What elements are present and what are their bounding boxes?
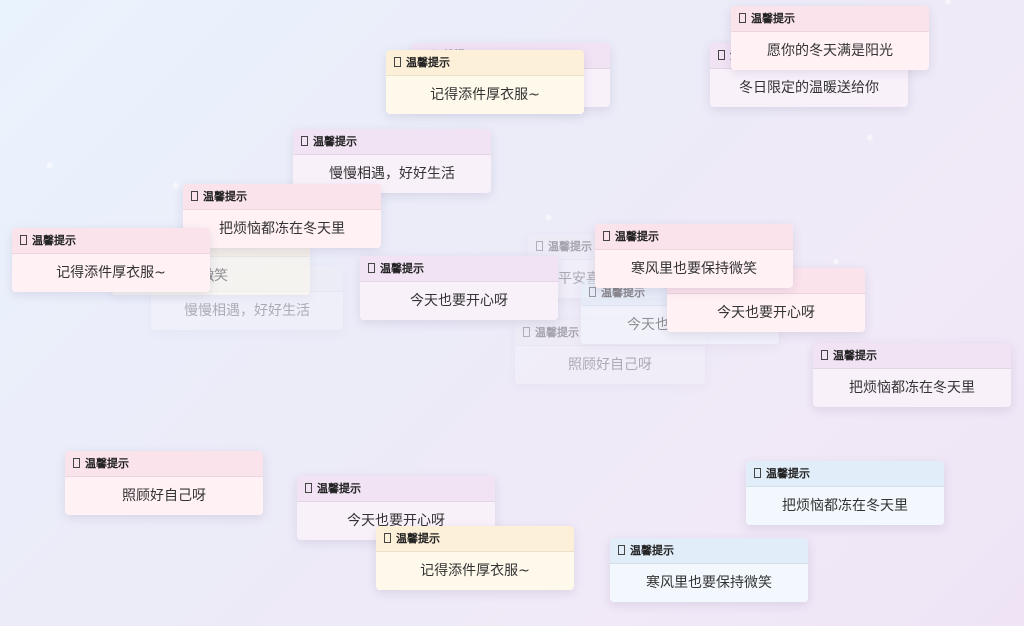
tip-popup-header: 温馨提示 [595, 224, 793, 250]
tip-popup-message: 照顾好自己呀 [515, 346, 705, 384]
tip-popup[interactable]: 温馨提示 愿你的冬天满是阳光 [731, 6, 929, 70]
tip-popup-title: 温馨提示 [406, 56, 450, 69]
tip-popup-message: 记得添件厚衣服~ [386, 76, 584, 114]
tip-popup-title: 温馨提示 [615, 230, 659, 243]
tip-popup[interactable]: 温馨提示 把烦恼都冻在冬天里 [183, 184, 381, 248]
tip-popup-header: 温馨提示 [183, 184, 381, 210]
tip-popup-title: 温馨提示 [766, 467, 810, 480]
snowflake-icon: ❄ [46, 162, 54, 172]
phone-icon [754, 468, 761, 478]
snowflake-icon: ❄ [545, 214, 553, 224]
phone-icon [191, 191, 198, 201]
snowflake-icon: ❄ [832, 258, 840, 268]
tip-popup-title: 温馨提示 [833, 349, 877, 362]
phone-icon [536, 241, 543, 251]
tip-popup-title: 温馨提示 [630, 544, 674, 557]
tip-popup[interactable]: 温馨提示 把烦恼都冻在冬天里 [746, 461, 944, 525]
snowflake-icon: ❄ [866, 134, 874, 144]
phone-icon [20, 235, 27, 245]
tip-popup-message: 今天也要开心呀 [297, 502, 495, 540]
tip-popup-message: 照顾好自己呀 [65, 477, 263, 515]
tip-popup[interactable]: 今天也要开心呀 [667, 268, 865, 332]
tip-popup-message: 寒风里也要保持微笑 [595, 250, 793, 288]
tip-popup-header: 温馨提示 [386, 50, 584, 76]
tip-popup-title: 温馨提示 [317, 482, 361, 495]
tip-popup-message: 今天也要开心呀 [360, 282, 558, 320]
tip-popup-title: 温馨提示 [85, 457, 129, 470]
tip-popup-header: 温馨提示 [610, 538, 808, 564]
tip-popup-title: 温馨提示 [751, 12, 795, 25]
phone-icon [301, 136, 308, 146]
tip-popup-message: 愿你的冬天满是阳光 [731, 32, 929, 70]
tip-popup-header: 温馨提示 [731, 6, 929, 32]
phone-icon [589, 287, 596, 297]
phone-icon [603, 231, 610, 241]
tip-popup[interactable]: 温馨提示 照顾好自己呀 [65, 451, 263, 515]
tip-popup-message: 寒风里也要保持微笑 [610, 564, 808, 602]
tip-popup[interactable]: 温馨提示 今天也要开心呀 [297, 476, 495, 540]
snowflake-icon: ❄ [172, 182, 180, 192]
tip-popup-header: 温馨提示 [12, 228, 210, 254]
phone-icon [739, 13, 746, 23]
tip-popup-header: 温馨提示 [813, 343, 1011, 369]
phone-icon [523, 327, 530, 337]
tip-popup-header: 温馨提示 [746, 461, 944, 487]
tip-popup-header: 温馨提示 [65, 451, 263, 477]
tip-popup-title: 温馨提示 [380, 262, 424, 275]
phone-icon [73, 458, 80, 468]
tip-popup[interactable]: 温馨提示 寒风里也要保持微笑 [610, 538, 808, 602]
tip-popup[interactable]: 温馨提示 记得添件厚衣服~ [386, 50, 584, 114]
tip-popup-message: 把烦恼都冻在冬天里 [746, 487, 944, 525]
tip-popup-title: 温馨提示 [601, 286, 645, 299]
tip-popup[interactable]: 温馨提示 把烦恼都冻在冬天里 [813, 343, 1011, 407]
tip-popup-message: 今天也要开心呀 [667, 294, 865, 332]
tip-popup[interactable]: 温馨提示 慢慢相遇，好好生活 [293, 129, 491, 193]
phone-icon [718, 50, 725, 60]
tip-popup-title: 温馨提示 [313, 135, 357, 148]
tip-popup[interactable]: 温馨提示 记得添件厚衣服~ [12, 228, 210, 292]
tip-popup-message: 慢慢相遇，好好生活 [151, 292, 343, 330]
tip-popup[interactable]: 温馨提示 寒风里也要保持微笑 [595, 224, 793, 288]
tip-popup-message: 记得添件厚衣服~ [376, 552, 574, 590]
tip-popup-message: 把烦恼都冻在冬天里 [183, 210, 381, 248]
phone-icon [368, 263, 375, 273]
tip-popup-title: 温馨提示 [548, 240, 592, 253]
tip-popup-header: 温馨提示 [360, 256, 558, 282]
tip-popup-message: 冬日限定的温暖送给你 [710, 69, 908, 107]
tip-popup-message: 记得添件厚衣服~ [12, 254, 210, 292]
tip-popup[interactable]: 温馨提示 今天也要开心呀 [360, 256, 558, 320]
tip-popup-title: 温馨提示 [32, 234, 76, 247]
tip-popup-header: 温馨提示 [376, 526, 574, 552]
tip-popup-header: 温馨提示 [297, 476, 495, 502]
tip-popup-message: 把烦恼都冻在冬天里 [813, 369, 1011, 407]
tip-popup-title: 温馨提示 [535, 326, 579, 339]
tip-popup-title: 温馨提示 [203, 190, 247, 203]
tip-popup[interactable]: 温馨提示 记得添件厚衣服~ [376, 526, 574, 590]
tip-popup-header: 温馨提示 [293, 129, 491, 155]
phone-icon [821, 350, 828, 360]
phone-icon [384, 533, 391, 543]
tip-popup-title: 温馨提示 [396, 532, 440, 545]
phone-icon [618, 545, 625, 555]
phone-icon [394, 57, 401, 67]
snowflake-icon: ❄ [944, 0, 952, 8]
phone-icon [305, 483, 312, 493]
